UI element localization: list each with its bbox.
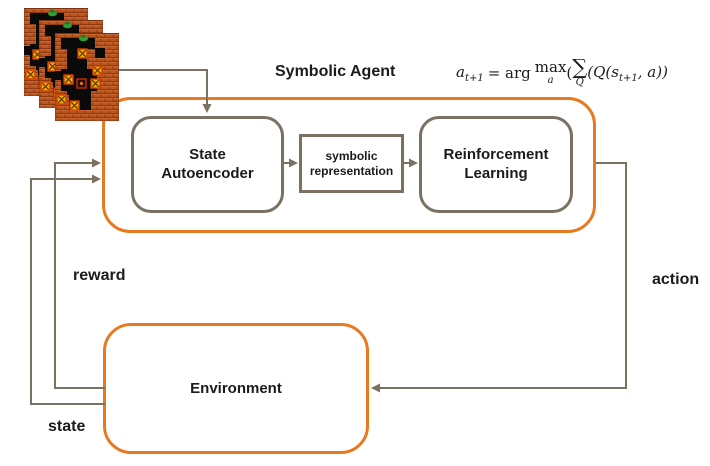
reward-label: reward [73, 267, 126, 284]
reward-arrowhead-icon [92, 158, 101, 168]
state-label: state [48, 418, 86, 435]
formula-max: max a [534, 58, 567, 86]
environment-label: Environment [190, 380, 282, 397]
formula-lparen: ( [566, 64, 573, 82]
state-arrowhead-icon [92, 174, 101, 184]
state-connector-line [30, 178, 105, 405]
state-autoencoder-node: State Autoencoder [131, 116, 284, 213]
formula-var: at+1 [456, 62, 484, 84]
symbolic-agent-title: Symbolic Agent [275, 63, 396, 80]
reinforcement-learning-node: Reinforcement Learning [419, 116, 573, 213]
symbolic-representation-node: symbolic representation [299, 134, 404, 193]
formula-sum: ∑ Q [572, 55, 588, 88]
action-arrowhead-icon [371, 383, 380, 393]
state-autoencoder-label: State Autoencoder [161, 145, 254, 182]
formula-body: (Q(st+1, a)) [587, 62, 668, 84]
symbolic-representation-label: symbolic representation [309, 148, 394, 178]
environment-box: Environment [103, 323, 369, 454]
game-screenshot-front-icon [55, 33, 119, 121]
action-label: action [652, 271, 700, 288]
q-formula: at+1 = arg max a ( ∑ Q (Q(st+1, a)) [456, 52, 668, 94]
reinforcement-learning-label: Reinforcement Learning [443, 145, 549, 182]
formula-eq: = arg [487, 64, 531, 82]
